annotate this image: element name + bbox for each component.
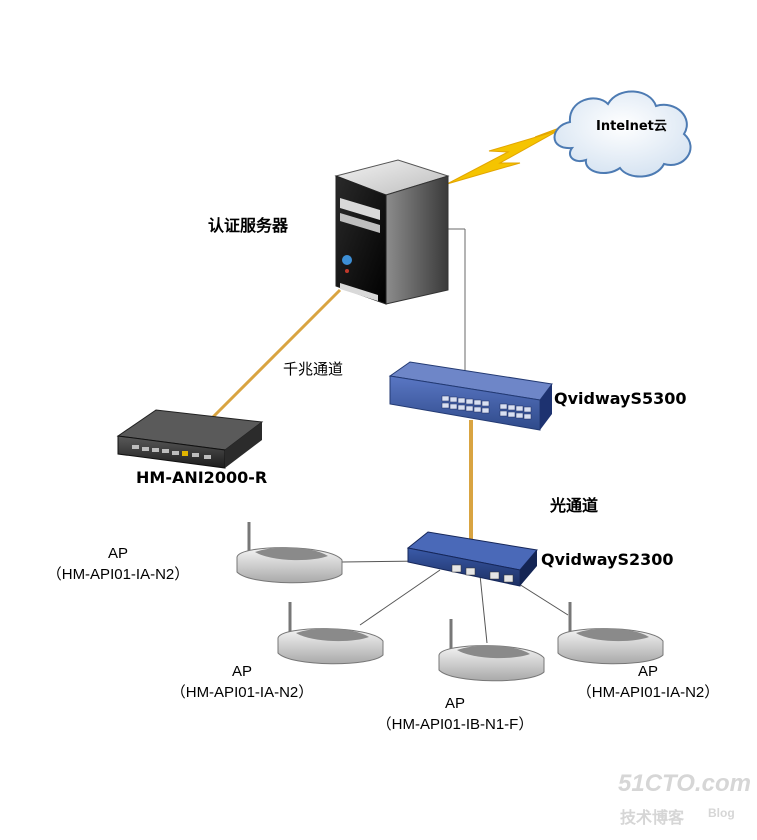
- access-switch-icon: [406, 531, 538, 587]
- ap-model: （HM-API01-IA-N2）: [46, 566, 190, 583]
- ap-device-icon: [557, 602, 664, 665]
- access-switch-label: QvidwayS2300: [541, 550, 674, 569]
- ap2-link: [359, 569, 441, 626]
- cloud-label: Intelnet云: [596, 119, 667, 134]
- server-icon: [334, 159, 450, 305]
- gigabit-link: [206, 288, 342, 424]
- ap-model: （HM-API01-IB-N1-F）: [376, 716, 534, 733]
- router-label: HM-ANI2000-R: [136, 468, 268, 487]
- server-label: 认证服务器: [208, 216, 289, 235]
- core-switch-icon: [388, 361, 553, 431]
- ap-label: AP （HM-API01-IA-N2）: [152, 661, 332, 703]
- ap-name: AP: [444, 695, 465, 712]
- ap-name: AP: [107, 545, 128, 562]
- ap-device-icon: [438, 619, 545, 682]
- lightning-icon: [446, 123, 571, 185]
- router-icon: [116, 409, 264, 469]
- watermark-sub: 技术博客: [620, 810, 685, 827]
- gigabit-link-label: 千兆通道: [283, 360, 344, 378]
- ap-label: AP （HM-API01-IB-N1-F）: [355, 693, 555, 735]
- ap-name: AP: [231, 663, 252, 680]
- watermark-site: 51CTO.com: [618, 770, 751, 797]
- fiber-link-label: 光通道: [550, 496, 599, 515]
- ap-model: （HM-API01-IA-N2）: [170, 684, 314, 701]
- ap-label: AP （HM-API01-IA-N2）: [558, 661, 738, 703]
- ap-device-icon: [277, 602, 384, 665]
- ap3-link: [479, 574, 488, 644]
- ap-model: （HM-API01-IA-N2）: [576, 684, 720, 701]
- watermark-blog: Blog: [708, 806, 735, 820]
- cloud-icon: [553, 90, 692, 178]
- core-switch-label: QvidwayS5300: [554, 389, 687, 408]
- ap-device-icon: [236, 522, 343, 584]
- ap-label: AP （HM-API01-IA-N2）: [28, 543, 208, 585]
- ap-name: AP: [637, 663, 658, 680]
